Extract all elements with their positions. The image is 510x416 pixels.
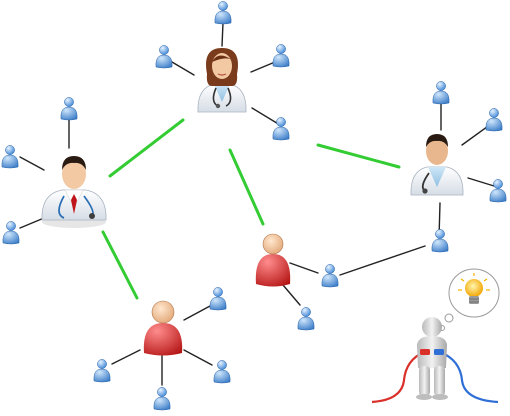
spoke	[282, 284, 301, 306]
spoke	[467, 177, 495, 187]
person-icon	[272, 117, 290, 141]
lightbulb-icon	[458, 273, 490, 304]
link-doctor-left-to-hub-bottom	[101, 230, 139, 300]
hub-person-bottom-icon	[143, 300, 183, 356]
spoke	[183, 349, 213, 366]
spoke	[251, 107, 281, 126]
doctor-male-left-icon	[41, 156, 107, 228]
spoke	[339, 245, 426, 276]
spoke	[183, 305, 211, 321]
person-icon	[321, 264, 339, 288]
spoke	[171, 61, 195, 76]
spoke	[289, 262, 319, 274]
person-icon	[209, 287, 227, 311]
spoke	[111, 349, 141, 365]
person-icon	[297, 307, 315, 331]
doctor-female-icon	[197, 48, 247, 113]
link-doctor-female-to-hub-center	[228, 148, 265, 226]
person-icon	[213, 360, 231, 384]
doctor-male-right-icon	[410, 134, 464, 196]
person-icon	[93, 359, 111, 383]
idea-figure-icon	[371, 268, 500, 404]
spoke	[19, 217, 45, 229]
person-icon	[432, 81, 450, 105]
spoke	[250, 61, 276, 73]
member-icons	[1, 1, 507, 411]
spoke	[19, 156, 45, 171]
red-wire	[371, 350, 425, 404]
person-icon	[272, 44, 290, 68]
doctor-links	[101, 118, 401, 300]
spoke	[221, 22, 224, 47]
blue-wire	[439, 350, 499, 404]
person-icon	[431, 229, 449, 253]
link-doctor-female-to-doctor-right	[316, 143, 401, 169]
person-icon	[485, 108, 503, 132]
person-icon	[153, 387, 171, 411]
person-icon	[2, 221, 20, 245]
person-icon	[489, 179, 507, 203]
link-doctor-left-to-doctor-female	[108, 118, 185, 178]
person-icon	[214, 1, 232, 25]
person-icon	[1, 145, 19, 169]
person-icon	[155, 45, 173, 69]
hub-person-center-icon	[255, 233, 291, 287]
person-icon	[60, 97, 78, 121]
